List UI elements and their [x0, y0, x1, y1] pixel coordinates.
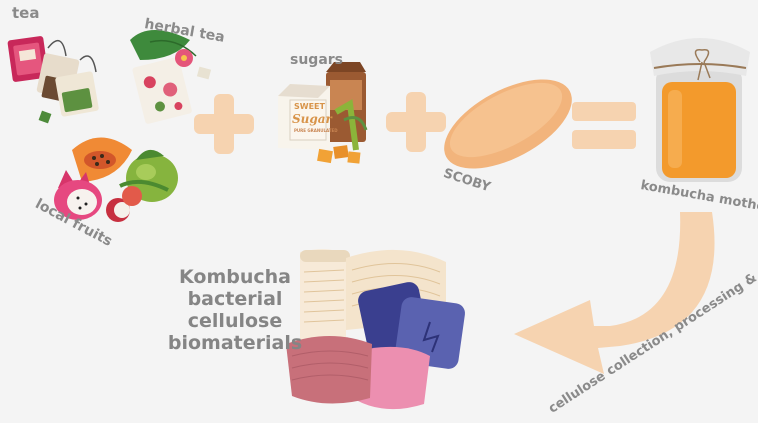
local-fruits-illustration: [54, 138, 178, 223]
title-line-4: biomaterials: [160, 332, 310, 354]
equals-sign: [572, 102, 636, 149]
sugar-pack-line3: PURE GRANULATED: [294, 128, 338, 133]
label-tea: tea: [12, 4, 39, 22]
biomaterials-illustration: [286, 249, 466, 409]
process-arrow: [514, 212, 715, 374]
biomaterials-title: Kombucha bacterial cellulose biomaterial…: [160, 266, 310, 354]
plus-sign-1: [194, 94, 254, 154]
title-line-3: cellulose: [160, 310, 310, 332]
herbal-tea-illustration: [130, 30, 211, 124]
kombucha-mother-jar: [650, 38, 750, 182]
tea-illustration: [7, 36, 99, 124]
title-line-1: Kombucha: [160, 266, 310, 288]
sugar-pack-line2: Sugar: [292, 112, 332, 126]
label-sugars: sugars: [290, 52, 343, 68]
sugar-pack-line1: SWEET: [294, 102, 325, 111]
title-line-2: bacterial: [160, 288, 310, 310]
plus-sign-2: [386, 92, 446, 152]
